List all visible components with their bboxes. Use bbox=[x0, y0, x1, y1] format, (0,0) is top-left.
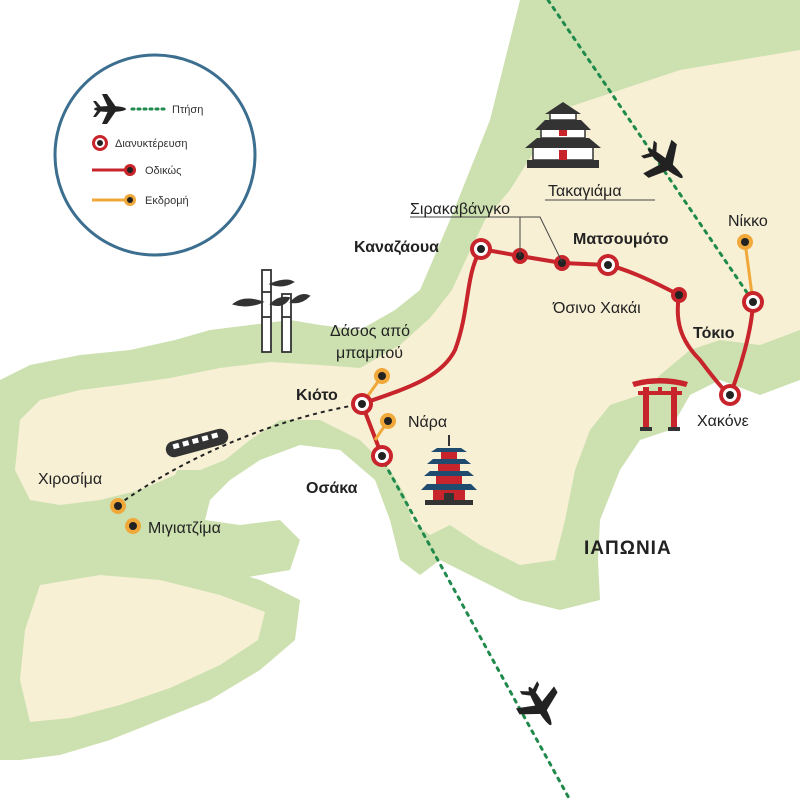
overnight-markers bbox=[351, 238, 764, 467]
label-bamboo-1: Δάσος από bbox=[330, 323, 410, 340]
marker-nara bbox=[380, 413, 396, 429]
land-south-inner bbox=[20, 575, 265, 722]
marker-osaka bbox=[371, 445, 393, 467]
label-nikko: Νίκκο bbox=[728, 213, 768, 230]
legend-excursion-label: Εκδρομή bbox=[145, 195, 189, 207]
label-hakone: Χακόνε bbox=[697, 413, 749, 430]
excursion-markers bbox=[110, 234, 753, 534]
label-takayama: Τακαγιάμα bbox=[548, 183, 622, 200]
train-path bbox=[117, 404, 357, 506]
label-miyajima: Μιγιατζίμα bbox=[148, 520, 221, 537]
label-nara: Νάρα bbox=[408, 414, 447, 431]
label-shirakawago: Σιρακαβάνγκο bbox=[410, 201, 510, 218]
marker-kanazawa bbox=[470, 238, 492, 260]
legend-excursion: Εκδρομή bbox=[92, 194, 189, 207]
label-kanazawa: Καναζάουα bbox=[354, 239, 439, 256]
bamboo-icon bbox=[232, 269, 311, 353]
legend-circle bbox=[53, 53, 257, 257]
city-labels: Κιότο Οσάκα Καναζάουα Ματσουμότο Τόκιο Σ… bbox=[38, 183, 768, 559]
land-northeast bbox=[700, 0, 800, 40]
label-leaders bbox=[410, 199, 655, 263]
pagoda-icon bbox=[421, 435, 477, 505]
legend-road: Οδικώς bbox=[92, 164, 181, 177]
marker-hakone bbox=[719, 384, 741, 406]
marker-miyajima bbox=[125, 518, 141, 534]
torii-gate-icon bbox=[632, 378, 688, 431]
marker-tokyo bbox=[742, 291, 764, 313]
label-kyoto: Κιότο bbox=[296, 387, 338, 404]
marker-nikko bbox=[737, 234, 753, 250]
label-hiroshima: Χιροσίμα bbox=[38, 471, 102, 488]
legend-overnight: Διανυκτέρευση bbox=[92, 135, 188, 151]
marker-hiroshima bbox=[110, 498, 126, 514]
land bbox=[0, 0, 800, 760]
airplane-icon bbox=[515, 681, 558, 726]
legend-overnight-label: Διανυκτέρευση bbox=[115, 138, 188, 150]
legend-flight-label: Πτήση bbox=[172, 104, 203, 116]
marker-kyoto bbox=[351, 393, 373, 415]
legend-road-label: Οδικώς bbox=[145, 165, 181, 177]
train-icon bbox=[165, 428, 229, 458]
label-oshino: Όσινο Χακάι bbox=[552, 300, 641, 317]
airplane-icon bbox=[640, 139, 683, 179]
label-osaka: Οσάκα bbox=[306, 480, 358, 497]
airplane-icon bbox=[93, 94, 126, 124]
label-matsumoto: Ματσουμότο bbox=[573, 231, 669, 248]
marker-takayama bbox=[554, 255, 570, 271]
legend-flight: Πτήση bbox=[93, 94, 203, 124]
label-bamboo-2: μπαμπού bbox=[336, 345, 403, 362]
legend: Πτήση Διανυκτέρευση Οδικώς Εκδρομή bbox=[53, 53, 257, 257]
label-country: ΙΑΠΩΝΙΑ bbox=[584, 538, 672, 559]
label-tokyo: Τόκιο bbox=[693, 325, 735, 342]
castle-icon bbox=[525, 102, 601, 168]
land-west-inner bbox=[15, 410, 185, 505]
flight-path-south bbox=[378, 453, 572, 800]
marker-bamboo bbox=[374, 368, 390, 384]
marker-matsumoto bbox=[597, 254, 619, 276]
marker-oshino bbox=[671, 287, 687, 303]
